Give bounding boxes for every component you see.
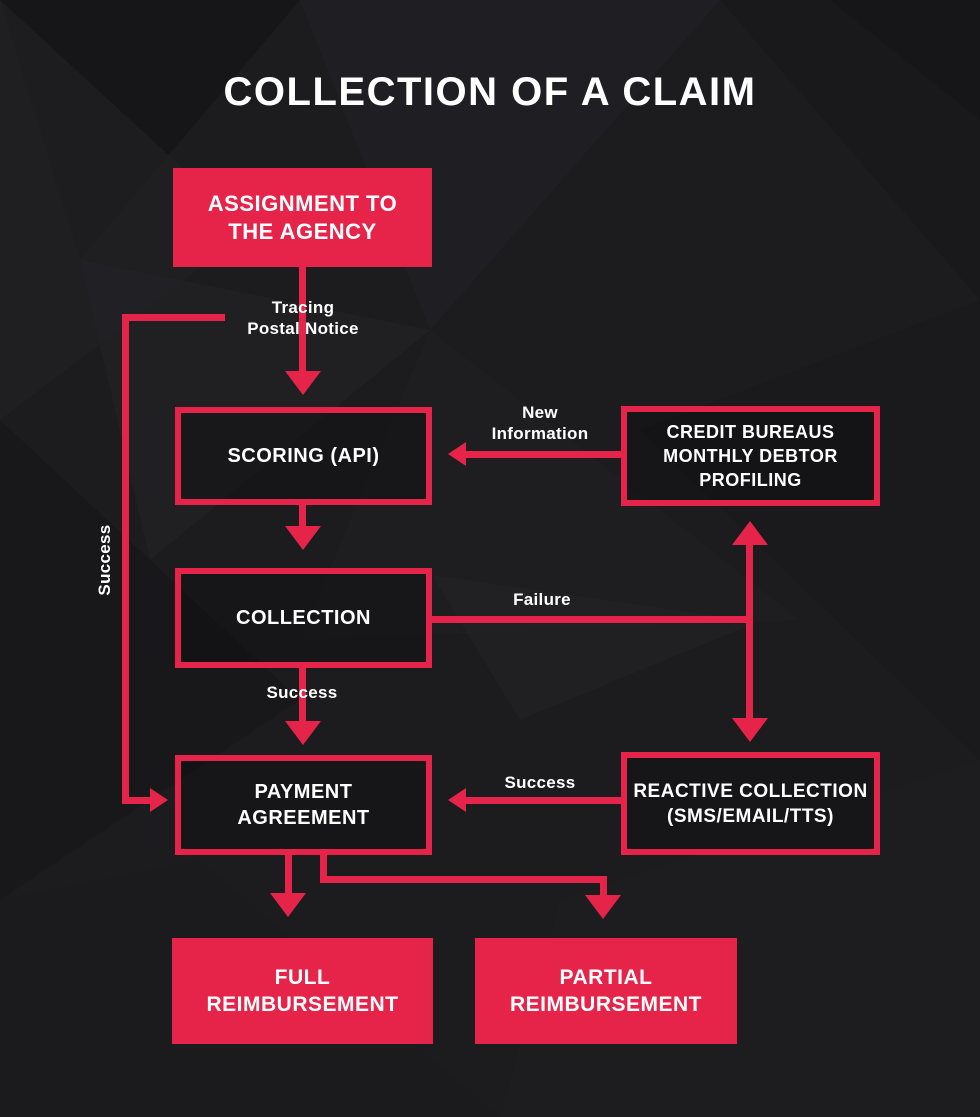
connector-collection-failure xyxy=(432,616,753,623)
arrowhead-down-icon xyxy=(732,718,768,742)
connector-payment-to-partial-v2 xyxy=(600,876,607,898)
node-credit-bureaus-monthly-debtor-profiling: CREDIT BUREAUS MONTHLY DEBTOR PROFILING xyxy=(621,406,880,506)
node-scoring-api: SCORING (API) xyxy=(175,407,432,505)
node-payment-agreement: PAYMENT AGREEMENT xyxy=(175,755,432,855)
edge-label-success-right: Success xyxy=(504,773,576,792)
node-reactive-collection: REACTIVE COLLECTION (SMS/EMAIL/TTS) xyxy=(621,752,880,855)
node-partial-reimbursement: PARTIAL REIMBURSEMENT xyxy=(475,938,737,1044)
edge-label-new-information: New Information xyxy=(491,403,589,443)
edge-label-failure: Failure xyxy=(513,590,571,609)
arrowhead-down-icon xyxy=(285,721,321,745)
node-full-reimbursement: FULL REIMBURSEMENT xyxy=(172,938,433,1044)
connector-payment-to-partial-v1 xyxy=(320,852,327,883)
arrowhead-up-icon xyxy=(732,521,768,545)
connector-left-branch-vertical xyxy=(122,314,129,804)
arrowhead-down-icon xyxy=(285,526,321,550)
edge-label-success-left: Success xyxy=(95,524,114,596)
connector-assignment-to-scoring xyxy=(299,267,306,373)
connector-scoring-to-collection xyxy=(299,505,306,530)
arrowhead-left-icon xyxy=(448,442,466,466)
connector-failure-vertical xyxy=(746,543,753,720)
node-assignment-to-the-agency: ASSIGNMENT TO THE AGENCY xyxy=(173,168,432,267)
edge-label-tracing-postal-notice: Tracing Postal Notice xyxy=(247,298,359,338)
edge-label-success-middle: Success xyxy=(266,683,338,702)
connector-payment-to-partial-h xyxy=(320,876,607,883)
connector-left-branch-bottom xyxy=(122,797,150,804)
connector-reactive-to-payment xyxy=(465,797,621,804)
arrowhead-down-icon xyxy=(285,371,321,395)
connector-payment-to-full xyxy=(285,852,292,897)
arrowhead-left-icon xyxy=(448,788,466,812)
node-collection: COLLECTION xyxy=(175,568,432,668)
page-title: COLLECTION OF A CLAIM xyxy=(223,70,757,114)
arrowhead-right-icon xyxy=(150,788,168,812)
connector-credit-to-scoring xyxy=(465,451,621,458)
connector-left-branch-top xyxy=(122,314,225,321)
arrowhead-down-icon xyxy=(270,893,306,917)
connector-collection-to-payment xyxy=(299,668,306,723)
arrowhead-down-icon xyxy=(585,895,621,919)
